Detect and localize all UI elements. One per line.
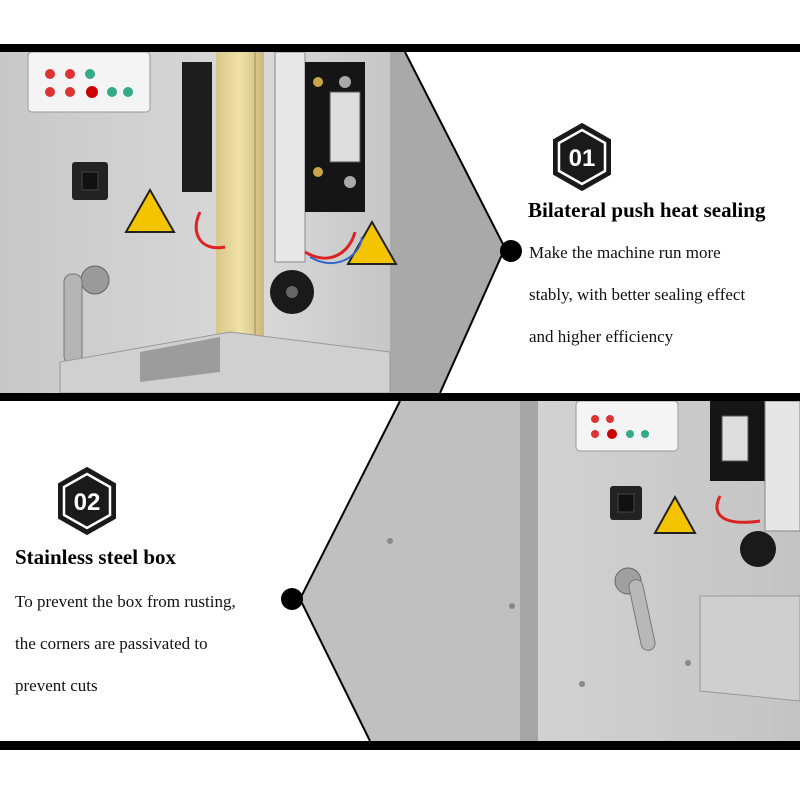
badge-number: 01 (569, 145, 596, 172)
badge-number: 02 (74, 489, 101, 516)
section-number-badge: 01 (551, 122, 613, 192)
description-line: stably, with better sealing effect (529, 285, 746, 304)
feature-description: To prevent the box from rusting, the cor… (15, 581, 236, 707)
feature-description: Make the machine run more stably, with b… (529, 232, 745, 358)
middle-divider-bar (0, 393, 800, 401)
callout-dot (281, 588, 303, 610)
section-number-badge: 02 (56, 466, 118, 536)
description-line: Make the machine run more (529, 243, 721, 262)
feature-title: Bilateral push heat sealing (528, 198, 766, 222)
bottom-border-bar (0, 741, 800, 750)
top-border-bar (0, 44, 800, 52)
callout-dot (500, 240, 522, 262)
description-line: the corners are passivated to (15, 634, 208, 653)
steel-box-photo (290, 401, 800, 741)
feature-title: Stainless steel box (15, 545, 177, 569)
sealing-mechanism-photo (0, 52, 520, 393)
description-line: To prevent the box from rusting, (15, 592, 236, 611)
description-line: and higher efficiency (529, 327, 674, 346)
description-line: prevent cuts (15, 676, 98, 695)
